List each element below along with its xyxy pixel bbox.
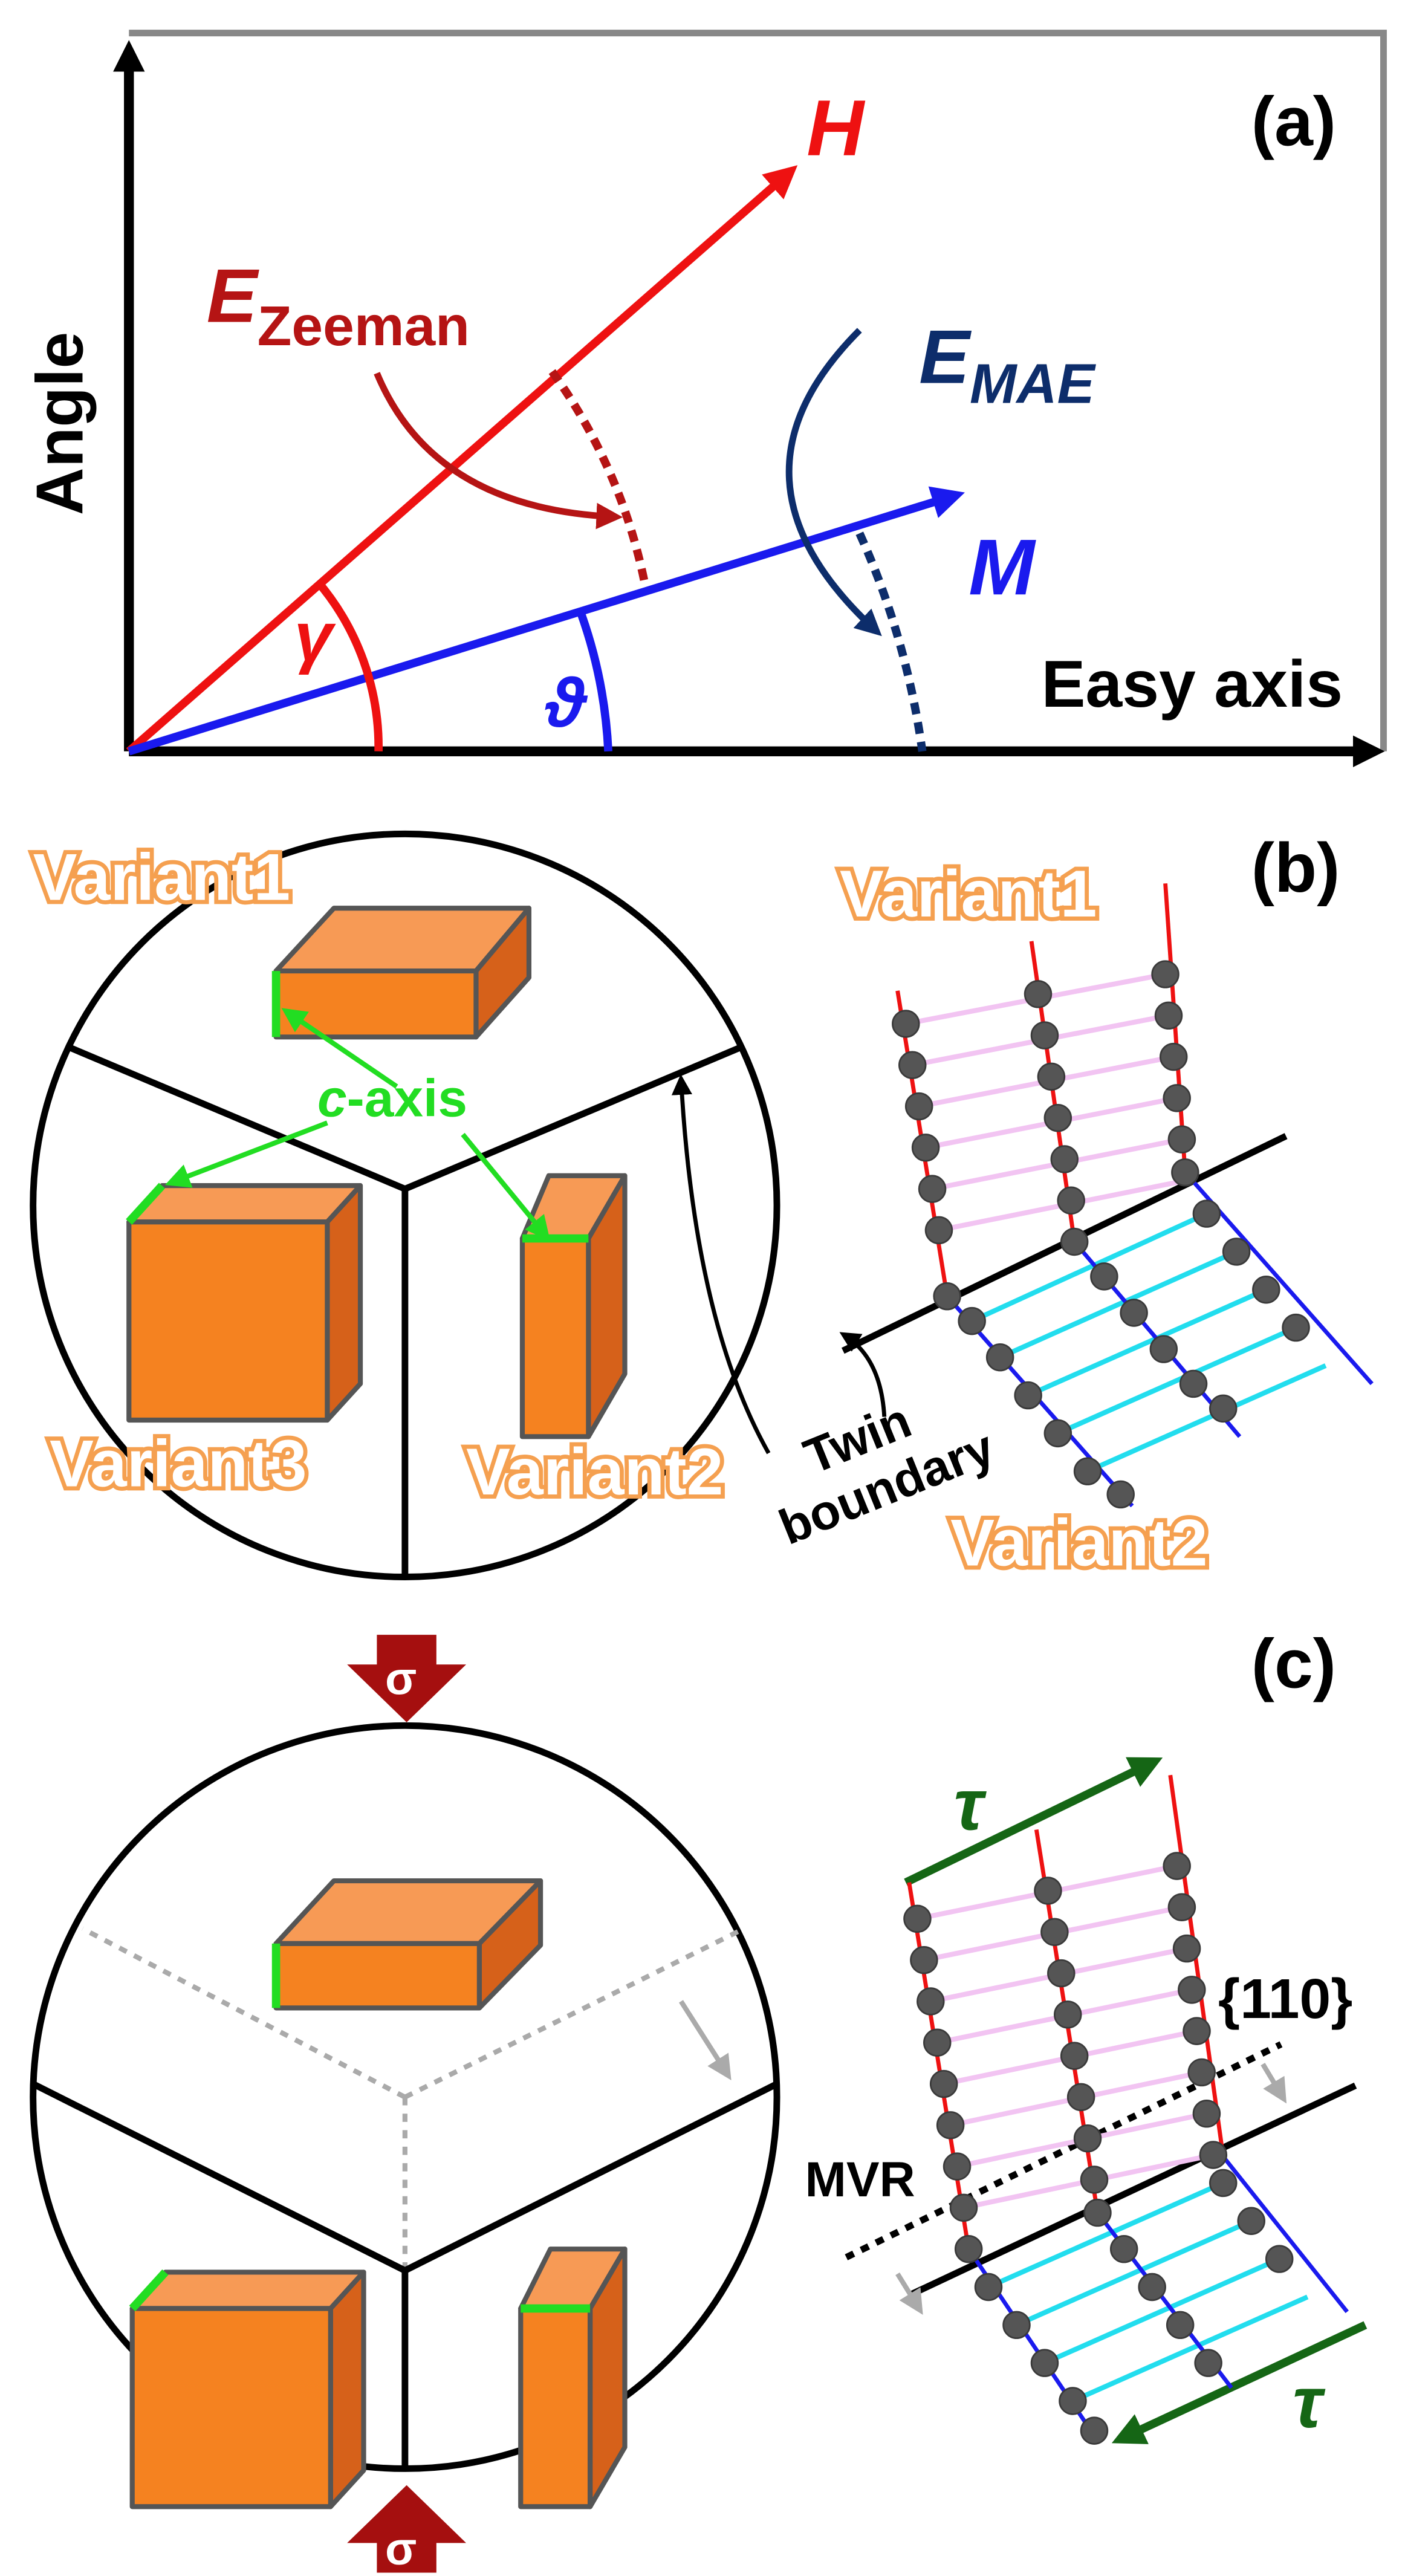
c-axis-pointer-1 xyxy=(281,1008,398,1089)
panel-a: (a) H M γ ϑ EZeeman EMAE Angle Easy axis xyxy=(24,30,1387,768)
lattice-variant2-label: Variant2 xyxy=(950,1506,1208,1580)
h-vector xyxy=(126,165,798,754)
c-axis-pointer-2 xyxy=(164,1120,328,1188)
shear-arrow-top xyxy=(904,1757,1163,1886)
plane-shift-arrow xyxy=(1261,2063,1287,2104)
twin-boundary-pointer xyxy=(671,1074,771,1455)
grain-boundary-right xyxy=(403,1029,777,1192)
m-vector xyxy=(128,486,965,756)
variant3-label: Variant3 xyxy=(50,1427,307,1501)
c-axis-pointer-3 xyxy=(461,1132,551,1241)
theta-label: ϑ xyxy=(545,664,588,742)
deformed-variant2-block xyxy=(518,2247,628,2509)
twin-boundary-lattice-pointer xyxy=(839,1332,887,1417)
shear-arrow-bottom xyxy=(1111,2321,1368,2444)
mae-label: EMAE xyxy=(919,314,1096,415)
shear-bottom-label: τ xyxy=(1293,2362,1326,2443)
grain-boundary-left xyxy=(33,1029,406,1192)
zeeman-dotted-arc xyxy=(548,369,649,584)
m-label: M xyxy=(969,522,1036,611)
variant1-block xyxy=(273,906,532,1040)
x-axis-label: Easy axis xyxy=(1041,647,1343,721)
zeeman-label: EZeeman xyxy=(207,253,470,357)
deformed-variant1-block xyxy=(273,1878,544,2011)
mae-dotted-arc xyxy=(855,531,927,752)
y-axis-label: Angle xyxy=(24,332,97,515)
variant2-block xyxy=(519,1173,628,1439)
panel-c-label: (c) xyxy=(1251,1626,1336,1703)
lattice-c: τ τ xyxy=(805,1757,1368,2445)
deformed-variant3-block xyxy=(129,2269,366,2509)
boundary-shift-arrow xyxy=(678,2000,732,2081)
theta-arc xyxy=(576,609,612,752)
zeeman-curved-arrow xyxy=(374,372,623,530)
old-boundary-right xyxy=(404,1926,745,2100)
gamma-arc xyxy=(314,579,383,751)
old-boundary-left xyxy=(81,1926,406,2100)
variant3-block xyxy=(126,1183,363,1423)
c-axis-label: c-axis xyxy=(317,1068,467,1127)
deformed-variant3-c-axis xyxy=(129,2269,169,2312)
new-boundary-right xyxy=(403,2081,777,2274)
lattice-variant1-label: Variant1 xyxy=(840,857,1097,931)
frame-border xyxy=(129,30,1387,751)
variant3-c-axis xyxy=(126,1183,166,1225)
new-twin-boundary-line xyxy=(907,2082,1357,2299)
panel-a-label: (a) xyxy=(1251,83,1336,160)
lattice-b xyxy=(842,883,1374,1509)
mae-curved-arrow xyxy=(785,328,882,637)
stress-bottom-label: σ xyxy=(385,2523,417,2575)
stress-arrow-bottom: σ xyxy=(347,2485,467,2575)
stress-arrow-top: σ xyxy=(347,1635,467,1722)
h-label: H xyxy=(806,83,865,172)
mvr-shift-arrow xyxy=(895,2272,923,2315)
panel-b: (b) c-axis xyxy=(29,829,1374,1584)
new-boundary-left xyxy=(33,2081,407,2274)
stress-top-label: σ xyxy=(385,1653,417,1704)
plane-110-label: {110} xyxy=(1218,1967,1352,2030)
variant1-label: Variant1 xyxy=(33,841,291,915)
variant2-label: Variant2 xyxy=(466,1435,724,1509)
shear-top-label: τ xyxy=(954,1764,987,1845)
panel-c: (c) σ xyxy=(30,1626,1368,2575)
gamma-label: γ xyxy=(294,599,336,676)
panel-b-label: (b) xyxy=(1251,829,1340,907)
mvr-label: MVR xyxy=(805,2152,915,2207)
